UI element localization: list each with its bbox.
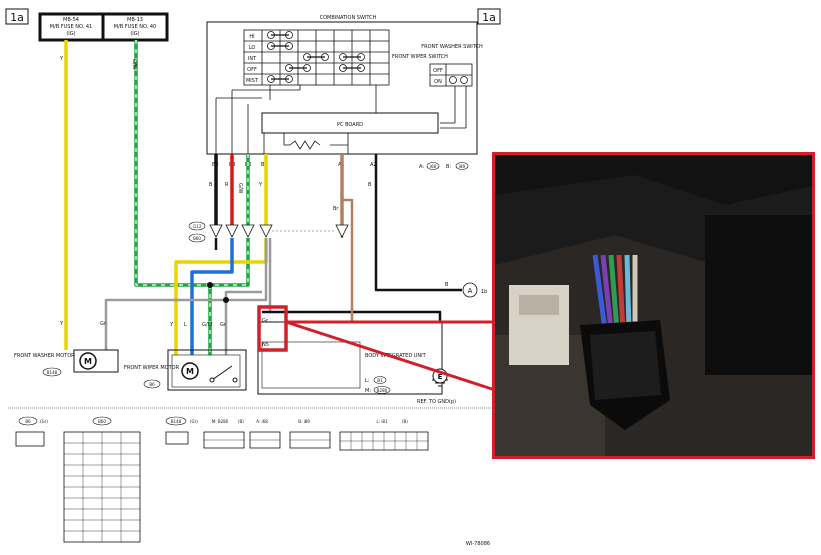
corner-tag-right: 1a [482,11,496,24]
motor-wire-y: Y [59,321,64,327]
fuse-2-line1: MB-13 [127,17,143,23]
pos-mist: MIST [246,78,259,84]
pos-int: INT [248,56,257,62]
legend-b6: B6 [25,419,31,424]
contact-links [271,34,361,80]
washer-motor-box [73,349,119,373]
legend-grid-lines [64,432,428,542]
legend-b60: B60 [98,419,106,424]
biu-label: BODY INTEGRATED UNIT [365,353,427,359]
wire-left-y: Y [59,56,64,62]
wire-b1-color: Y [258,182,263,188]
legend-b148: B148 [171,419,182,424]
wire-a1-color: Br [333,206,339,212]
combination-switch-box [206,21,478,155]
ground-b-label: B [445,282,449,288]
pin-a2: A2 [370,162,377,168]
combination-switch-title: COMBINATION SWITCH [320,15,377,21]
internal-leads [215,85,467,154]
photo-illustration [495,155,812,456]
biu-l: L: [365,378,370,384]
callout-line-bottom [285,320,496,392]
junction-connectors [209,224,349,238]
front-washer-switch-label: FRONT WASHER SWITCH [421,44,483,50]
washer-off: OFF [433,68,443,74]
svg-text:E: E [438,373,443,381]
legend-i81-suffix: (B) [402,419,408,424]
fuse-2-line2: M/B FUSE NO. 40 [114,24,157,30]
washer-motor-label: FRONT WASHER MOTOR [14,353,75,359]
pos-hi: HI [249,34,254,40]
conn-ref-a: A: [419,164,424,170]
wiper-conn: B6 [149,382,155,387]
motor-wire-l: L [184,322,187,328]
highlight-box [257,305,288,352]
highlight-pin-bottom: N5 [262,342,269,348]
legend-b280-suffix: (B) [238,419,244,424]
ground-ref: 1b [481,289,487,295]
svg-text:M: M [186,367,194,376]
fuse-1-line2: M/B FUSE NO. 41 [50,24,93,30]
wire-a2-color: B [368,182,372,188]
corner-tag-right-box [477,8,501,25]
pc-board-label: PC BOARD [337,122,363,128]
motor-wire-y2: Y [169,322,174,328]
corner-tag-left: 1a [10,11,24,24]
conn-ref-a-code: i68 [430,164,437,169]
legend-b280: M: B280 [212,419,229,424]
junction-top: i112 [193,224,202,229]
wiper-motor-label: FRONT WIPER MOTOR [124,365,180,371]
wire-right-gw: G/W [131,59,137,70]
pos-lo: LO [249,45,256,51]
wire-b3-color: R [225,182,229,188]
biu-m-code: B280 [377,388,388,393]
highlight-pin-top: Gr [262,318,269,324]
resistor-symbol [289,140,321,150]
connector-legend: B6 (Gr) B60 B148 (Gr) M: B280 (B) A: i68… [15,416,429,543]
washer-conn: B148 [47,370,58,375]
junction-bottom: B60 [193,236,201,241]
fuse-1-line3: (IG) [66,31,75,37]
motor-wire-gr: Gr [100,321,107,327]
wiper-motor-box [167,349,247,391]
biu-l-code: B1 [377,378,383,383]
legend-b148-suffix: (Gr) [190,419,198,424]
conn-ref-b-code: i89 [459,164,466,169]
washer-on: ON [434,79,442,85]
front-wiper-switch-label: FRONT WIPER SWITCH [392,54,448,60]
svg-text:M: M [84,357,92,366]
motor-wire-gw: G/W [202,322,213,328]
svg-text:A: A [468,287,473,295]
wires [64,40,462,355]
motor-wire-gr2: Gr [220,322,227,328]
corner-tag-left-box [5,8,29,25]
gnd-ref: REF. TO GND(p) [417,399,456,405]
fuse-1-line1: MB-54 [63,17,79,23]
doc-code: WI-78086 [466,541,490,547]
connector-photo [492,152,815,459]
legend-i89: B: i89 [298,419,310,424]
conn-ref-b: B: [446,164,451,170]
pc-board [261,112,439,134]
wire-bundle [592,254,638,331]
plastic-panel [705,215,812,375]
legend-b6-suffix: (Gr) [40,419,48,424]
legend-i68: A: i68 [256,419,268,424]
pos-off: OFF [247,67,257,73]
wire-b2-color: G/W [237,183,243,194]
wire-b4-color: B [209,182,213,188]
fuse-2-line3: (IG) [130,31,139,37]
biu-m: M: [365,388,371,394]
legend-i81: L: i81 [376,419,388,424]
